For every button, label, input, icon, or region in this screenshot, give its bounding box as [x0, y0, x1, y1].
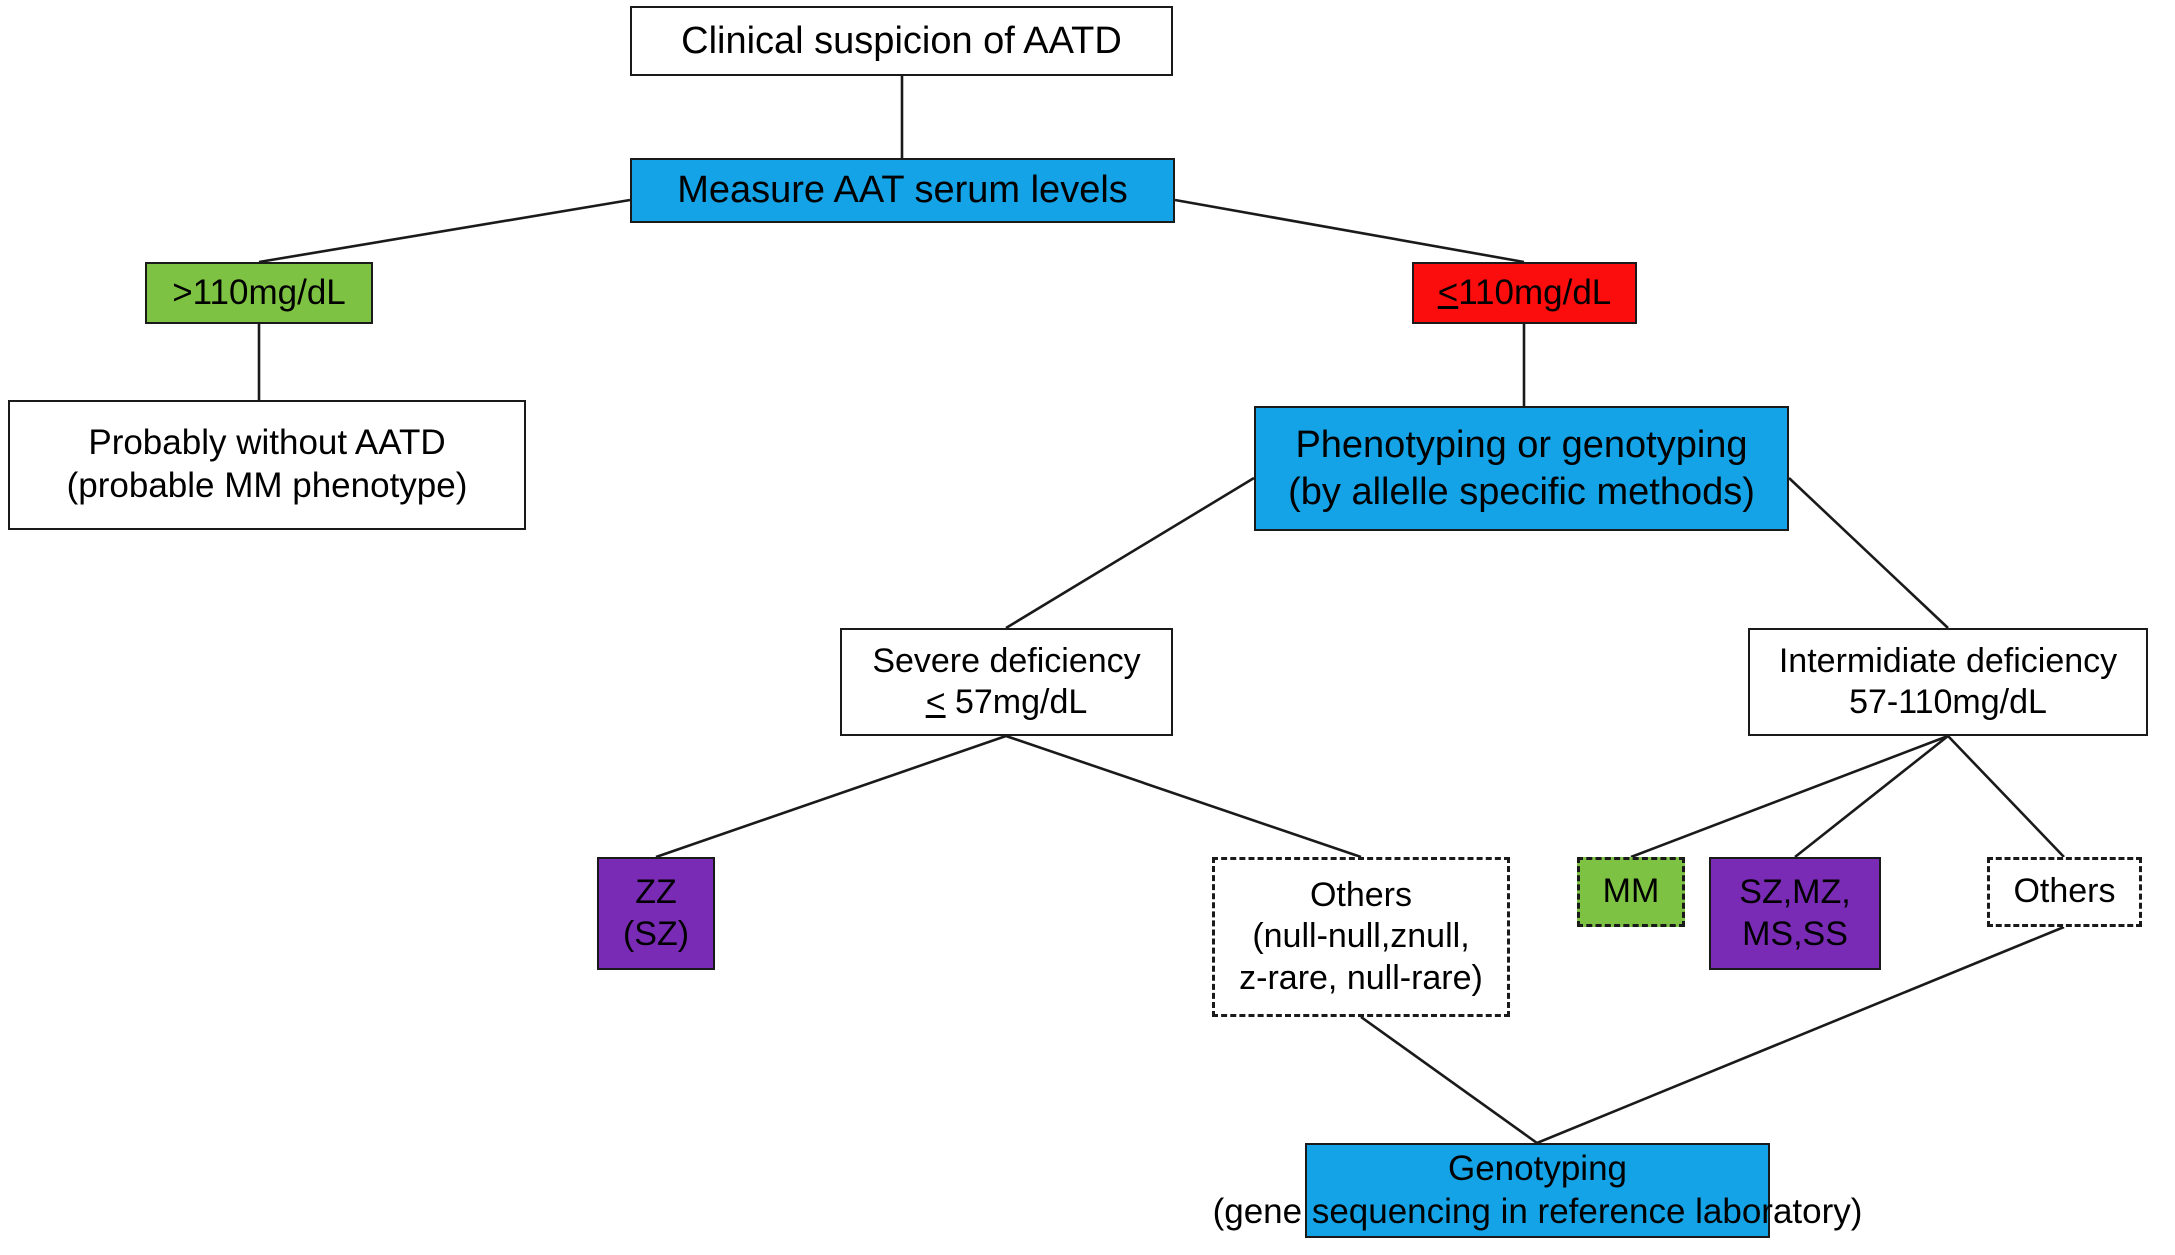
node-clinical-suspicion[interactable]: Clinical suspicion of AATD — [630, 6, 1173, 76]
node-measure-line1: Measure AAT serum levels — [677, 169, 1128, 212]
node-measure-aat-serum-levels[interactable]: Measure AAT serum levels — [630, 158, 1175, 223]
node-phenotyping-line2: (by allelle specific methods) — [1288, 470, 1755, 513]
node-severe-deficiency[interactable]: Severe deficiency < 57mg/dL — [840, 628, 1173, 736]
edge-severe-to-others-left — [1005, 734, 1362, 859]
node-severe-operator: < — [925, 683, 946, 721]
node-szmz-line2: MS,SS — [1742, 914, 1848, 953]
node-intermediate-deficiency[interactable]: Intermidiate deficiency 57-110mg/dL — [1748, 628, 2148, 736]
node-lte110-line1: <110mg/dL — [1438, 272, 1612, 315]
node-sz-mz-ms-ss-phenotype[interactable]: SZ,MZ, MS,SS — [1709, 857, 1881, 970]
node-genotyping-reference-lab[interactable]: Genotyping (gene sequencing in reference… — [1213, 1143, 1862, 1238]
node-probably-line1: Probably without AATD — [88, 423, 446, 463]
edge-others-left-to-genotyping — [1360, 1015, 1538, 1145]
node-less-equal-110[interactable]: <110mg/dL — [1412, 262, 1637, 324]
edge-measure-to-gt110 — [258, 198, 631, 264]
node-szmz-line1: SZ,MZ, — [1739, 873, 1851, 912]
node-severe-line1: Severe deficiency — [872, 641, 1141, 680]
node-zz-line1: ZZ — [635, 873, 677, 912]
node-others-severe[interactable]: Others (null-null,znull, z-rare, null-ra… — [1212, 857, 1510, 1017]
edge-intermediate-to-others-right — [1947, 735, 2065, 858]
node-intermediate-line1: Intermidiate deficiency — [1778, 641, 2118, 680]
node-others-severe-line3: z-rare, null-rare) — [1239, 958, 1483, 997]
node-others-intermediate[interactable]: Others — [1987, 857, 2142, 927]
node-severe-value: 57mg/dL — [945, 683, 1088, 721]
node-intermediate-line2: 57-110mg/dL — [1849, 683, 2047, 721]
node-probably-without-aatd[interactable]: Probably without AATD (probable MM pheno… — [8, 400, 526, 530]
edge-measure-to-lte110 — [1174, 198, 1525, 264]
node-severe-line2: < 57mg/dL — [926, 682, 1088, 723]
edge-phenotyping-to-severe — [1005, 476, 1255, 630]
edge-intermediate-to-mm — [1630, 734, 1949, 859]
node-clinical-suspicion-line1: Clinical suspicion of AATD — [681, 19, 1122, 62]
node-mm-phenotype[interactable]: MM — [1577, 857, 1685, 927]
node-probably-line2: (probable MM phenotype) — [66, 466, 468, 505]
node-zz-phenotype[interactable]: ZZ (SZ) — [597, 857, 715, 970]
node-lte110-value: 110mg/dL — [1458, 272, 1612, 312]
node-phenotyping-or-genotyping[interactable]: Phenotyping or genotyping (by allelle sp… — [1254, 406, 1789, 531]
edge-phenotyping-to-intermediate — [1788, 477, 1949, 629]
node-others-severe-line1: Others — [1309, 875, 1413, 914]
node-phenotyping-line1: Phenotyping or genotyping — [1295, 424, 1748, 467]
node-genotyping-line1: Genotyping — [1447, 1148, 1628, 1188]
node-others-intermediate-line1: Others — [2013, 872, 2116, 911]
edge-severe-to-zz — [655, 734, 1007, 859]
node-mm-line1: MM — [1602, 872, 1660, 911]
node-lte110-operator: < — [1437, 272, 1459, 312]
node-genotyping-line2: (gene sequencing in reference laboratory… — [1212, 1191, 1863, 1231]
node-gt110-line1: >110mg/dL — [172, 272, 346, 312]
node-others-severe-line2: (null-null,znull, — [1252, 917, 1470, 956]
node-greater-than-110[interactable]: >110mg/dL — [145, 262, 373, 324]
edge-intermediate-to-szmz — [1794, 734, 1949, 859]
node-zz-line2: (SZ) — [622, 914, 690, 953]
